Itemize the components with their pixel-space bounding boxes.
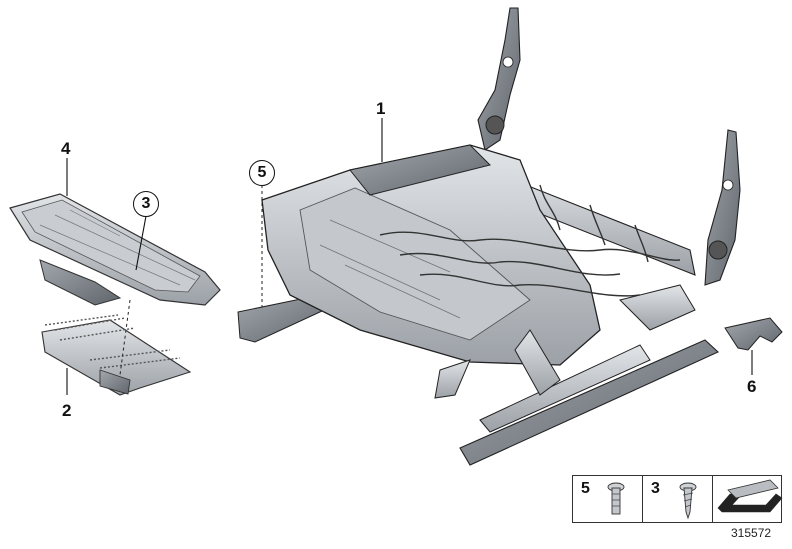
part-6-clip	[724, 317, 783, 351]
part-1-seat-frame	[261, 7, 741, 466]
legend-number-5: 5	[581, 480, 590, 497]
legend-cell-screw-3: 3	[643, 476, 713, 522]
legend-number-3: 3	[651, 480, 660, 497]
callout-part-3: 3	[133, 191, 159, 217]
callout-part-6: 6	[747, 377, 757, 396]
callout-part-5: 5	[249, 160, 275, 186]
legend-cell-arrow	[713, 476, 781, 522]
callout-part-2: 2	[62, 401, 72, 420]
hardware-legend: 5 3	[572, 475, 782, 523]
callout-part-1: 1	[376, 99, 386, 118]
diagram-id: 315572	[731, 526, 772, 540]
legend-screw-5-icon	[607, 482, 625, 515]
leader-lines	[66, 118, 753, 395]
legend-screw-3-icon	[679, 482, 697, 520]
part-2-carrier	[41, 314, 192, 396]
part-4-plate	[9, 193, 221, 306]
legend-cell-screw-5: 5	[573, 476, 643, 522]
legend-arrow-icon	[717, 479, 783, 513]
callout-part-4: 4	[61, 139, 71, 158]
